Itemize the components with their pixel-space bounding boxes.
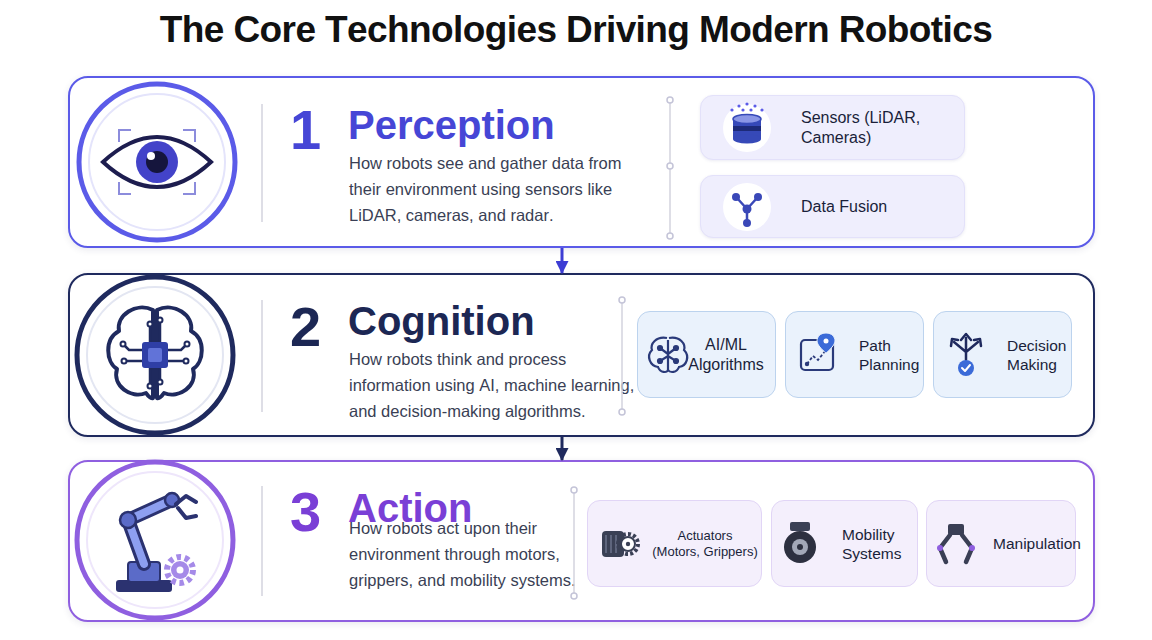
step-number: 1	[290, 102, 321, 158]
component-label: AI/ML Algorithms	[682, 335, 770, 375]
component-box: Actuators (Motors, Grippers)	[587, 500, 762, 587]
band-heading: Perception	[348, 105, 555, 145]
band-description: How robots act upon their environment th…	[349, 515, 609, 593]
step-number: 2	[290, 299, 321, 355]
diagram-title: The Core Technologies Driving Modern Rob…	[0, 8, 1152, 52]
component-label: Path Planning	[859, 335, 921, 374]
component-label: Sensors (LiDAR, Cameras)	[801, 108, 951, 148]
component-box: AI/ML Algorithms	[637, 311, 776, 398]
band-description: How robots think and process information…	[349, 346, 644, 424]
component-box: Mobility Systems	[771, 500, 918, 587]
stage-band: 2 CognitionHow robots think and process i…	[68, 273, 1095, 437]
component-box: Manipulation	[926, 500, 1076, 587]
component-box: Sensors (LiDAR, Cameras)	[700, 95, 965, 160]
component-label: Mobility Systems	[842, 524, 912, 563]
flow-arrow	[561, 248, 564, 273]
band-heading: Cognition	[348, 301, 535, 341]
stage-band: 1 PerceptionHow robots see and gather dat…	[68, 76, 1095, 248]
component-label: Data Fusion	[801, 197, 951, 217]
flow-arrow	[561, 437, 564, 460]
step-number: 3	[290, 484, 321, 540]
stage-band: 3ActionHow robots act upon their environ…	[68, 460, 1095, 622]
component-box: Path Planning	[785, 311, 924, 398]
component-label: Decision Making	[1007, 335, 1071, 374]
band-description: How robots see and gather data from thei…	[349, 150, 644, 228]
component-box: Data Fusion	[700, 175, 965, 238]
component-box: Decision Making	[933, 311, 1072, 398]
component-label: Actuators (Motors, Grippers)	[652, 527, 758, 560]
component-label: Manipulation	[993, 534, 1081, 553]
